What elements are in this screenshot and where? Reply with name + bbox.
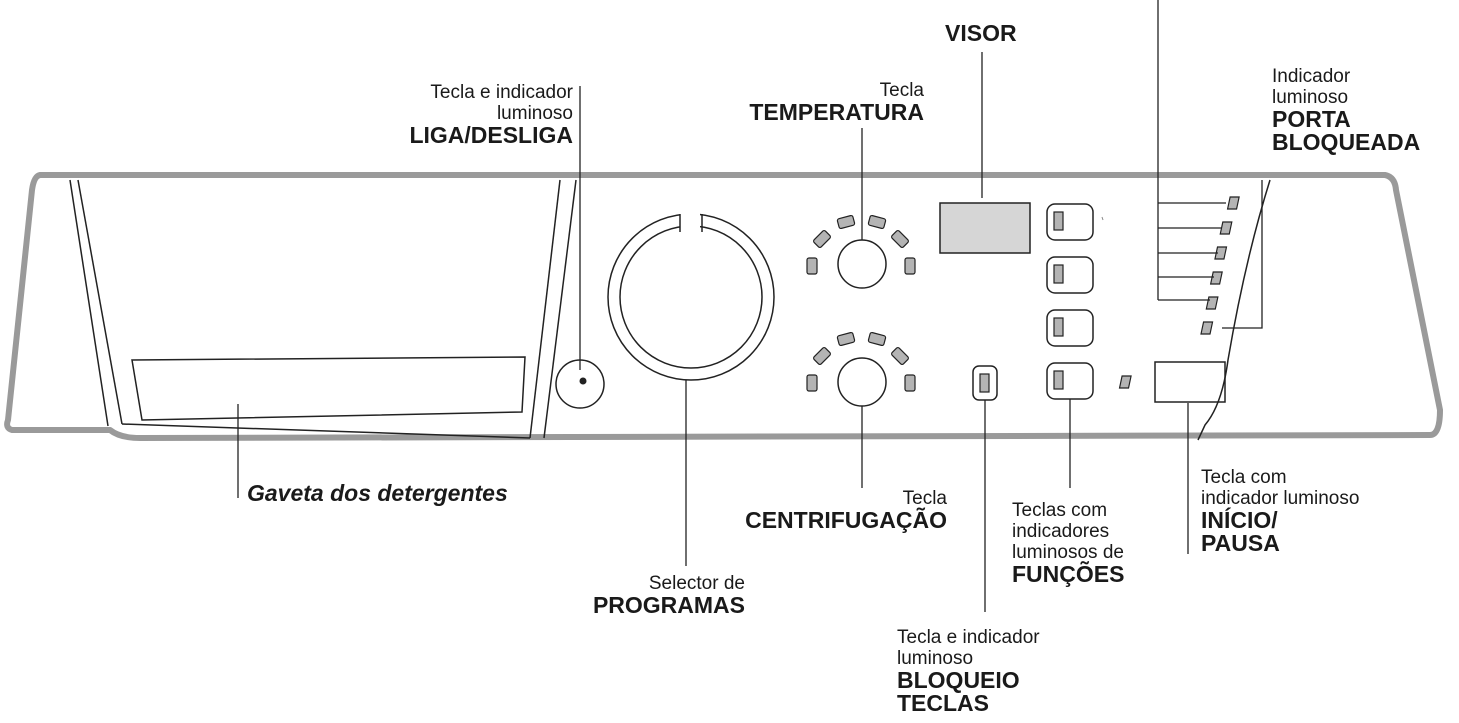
- key-lock-label: Tecla e indicador luminoso BLOQUEIO TECL…: [897, 627, 1040, 716]
- temperature-knob[interactable]: [837, 239, 887, 289]
- display-screen: [939, 202, 1031, 254]
- power-indicator-led: [579, 377, 587, 385]
- phase-bracket: [1157, 0, 1226, 301]
- phase-leds: [1200, 196, 1240, 335]
- start-pause-led: [1118, 375, 1132, 389]
- function-buttons[interactable]: [1046, 203, 1094, 400]
- display-label: VISOR: [945, 20, 1017, 46]
- key-lock-button[interactable]: [972, 365, 998, 401]
- door-locked-led: [1200, 321, 1214, 335]
- start-pause-button[interactable]: [1118, 361, 1226, 403]
- power-label: Tecla e indicador luminoso LIGA/DESLIGA: [409, 82, 573, 148]
- panel-outline: [4, 172, 1443, 441]
- programs-label: Selector de PROGRAMAS: [592, 573, 745, 618]
- functions-label: Teclas com indicadores luminosos de FUNÇ…: [1012, 500, 1125, 587]
- program-selector-dial[interactable]: [607, 212, 775, 381]
- leader-lines: [237, 52, 1263, 612]
- detergent-drawer-handle: [131, 356, 526, 421]
- start-pause-label: Tecla com indicador luminoso INÍCIO/ PAU…: [1201, 467, 1360, 556]
- function-leds: [1053, 211, 1064, 390]
- detergent-drawer-label: Gaveta dos detergentes: [247, 480, 508, 506]
- panel-right-edge: [1197, 179, 1271, 441]
- spin-leds: [806, 331, 916, 392]
- door-locked-label: Indicador luminoso PORTA BLOQUEADA: [1272, 66, 1421, 155]
- temperature-label: Tecla TEMPERATURA: [749, 80, 924, 125]
- spin-knob[interactable]: [837, 357, 887, 407]
- power-button[interactable]: [555, 359, 605, 409]
- detergent-drawer: [69, 179, 577, 439]
- spin-label: Tecla CENTRIFUGAÇÃO: [745, 488, 947, 533]
- temperature-leds: [806, 214, 916, 275]
- key-lock-led: [979, 373, 990, 393]
